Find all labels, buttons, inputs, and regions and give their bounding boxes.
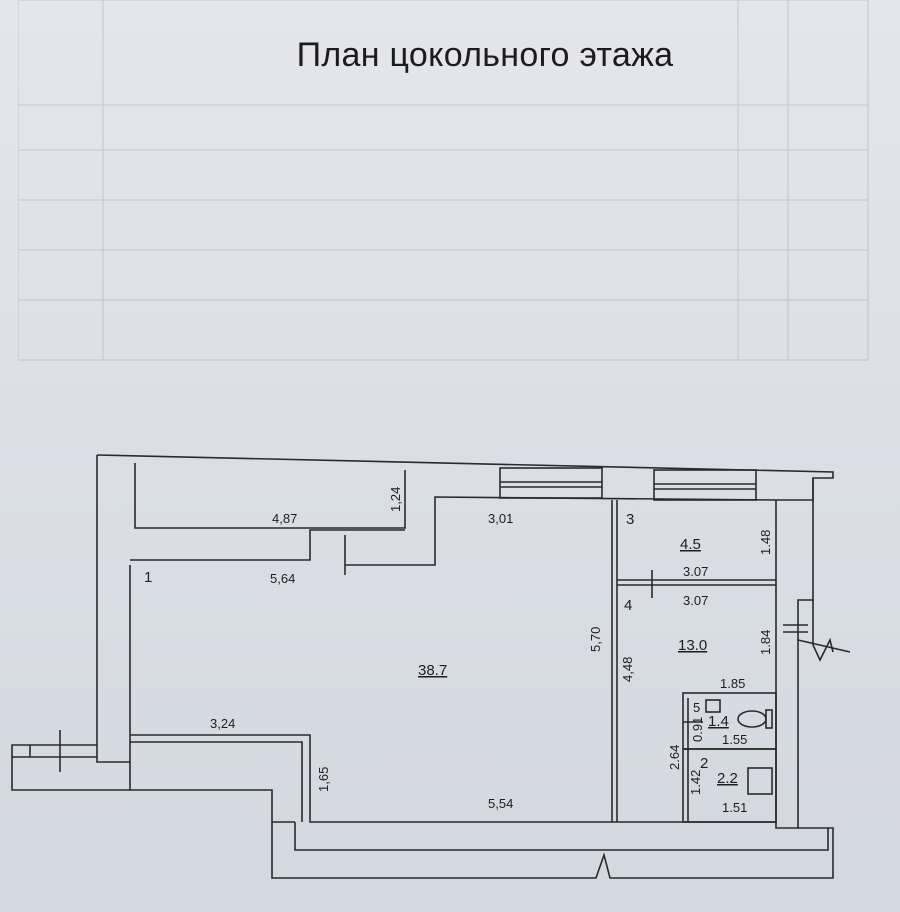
dim-3-01: 3,01 xyxy=(488,511,513,526)
room-5-area: 1.4 xyxy=(708,713,729,730)
shower-fixture xyxy=(747,767,773,795)
room-4-number: 4 xyxy=(624,597,632,614)
entrance-steps xyxy=(11,744,130,791)
room-5-number: 5 xyxy=(693,700,700,715)
wall-step xyxy=(345,496,777,566)
dim-5-64: 5,64 xyxy=(270,571,295,586)
room-2-number: 2 xyxy=(700,755,708,772)
outer-wall-left xyxy=(96,455,131,763)
background-table-ghost xyxy=(18,0,869,361)
dim-5-70: 5,70 xyxy=(588,627,603,652)
room-3-number: 3 xyxy=(626,511,634,528)
dim-1-24: 1,24 xyxy=(388,487,403,512)
outer-wall-right xyxy=(775,478,814,829)
window-top-1 xyxy=(499,467,603,499)
outer-wall-right-ext xyxy=(797,639,851,653)
dim-4-87: 4,87 xyxy=(272,511,297,526)
room-3-area: 4.5 xyxy=(680,536,701,553)
wall-bottom-inner xyxy=(130,734,776,823)
dim-0-91: 0.91 xyxy=(690,717,705,742)
dim-1-42: 1.42 xyxy=(688,770,703,795)
wall-bottom-inner-2 xyxy=(130,741,303,822)
dim-1-65: 1,65 xyxy=(316,767,331,792)
toilet-tank xyxy=(765,709,773,729)
toilet-fixture xyxy=(737,710,767,728)
dim-2-64: 2.64 xyxy=(667,745,682,770)
dim-3-07-a: 3.07 xyxy=(683,564,708,579)
outer-wall-bottom xyxy=(129,762,834,879)
walls xyxy=(11,454,851,879)
dim-4-48: 4,48 xyxy=(620,657,635,682)
dim-5-54: 5,54 xyxy=(488,796,513,811)
outer-wall-top xyxy=(96,454,834,501)
dim-1-85: 1.85 xyxy=(720,676,745,691)
dim-1-84: 1.84 xyxy=(758,630,773,655)
room-2-area: 2.2 xyxy=(717,770,738,787)
dim-1-51: 1.51 xyxy=(722,800,747,815)
dim-1-55: 1.55 xyxy=(722,732,747,747)
page-title: План цокольного этажа xyxy=(296,36,674,74)
wall-top-recess xyxy=(134,463,406,529)
room-1-area: 38.7 xyxy=(418,662,447,679)
dim-3-07-b: 3.07 xyxy=(683,593,708,608)
window-top-2 xyxy=(653,469,757,501)
dim-1-48: 1.48 xyxy=(758,530,773,555)
outer-wall-bottom-inner xyxy=(294,822,829,851)
room-1-number: 1 xyxy=(144,569,152,586)
dim-3-24: 3,24 xyxy=(210,716,235,731)
sink-fixture xyxy=(705,699,721,713)
outer-wall-right-cut xyxy=(812,600,834,662)
room-4-area: 13.0 xyxy=(678,637,707,654)
wall-corridor-top xyxy=(130,529,405,561)
